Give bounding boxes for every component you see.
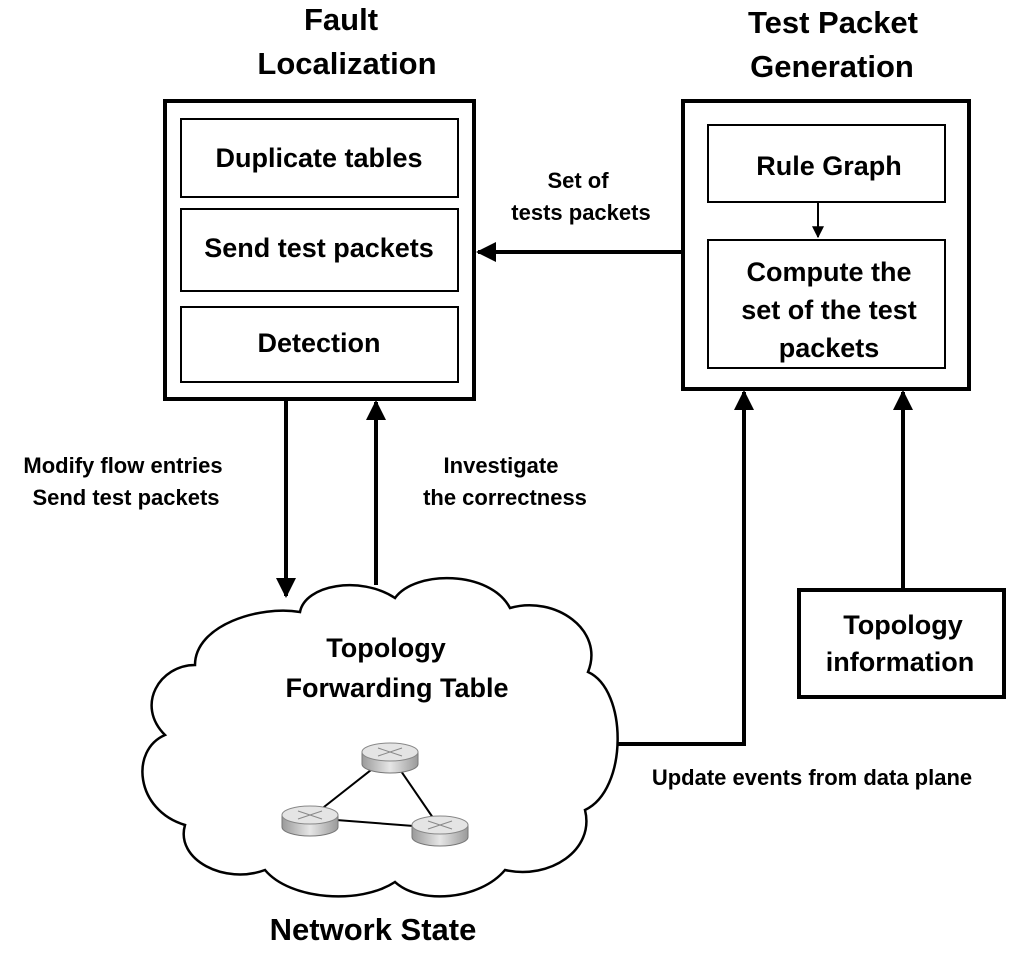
cloud-shape <box>141 576 619 898</box>
update-events-label: Update events from data plane <box>652 765 972 790</box>
router-icon <box>281 805 339 837</box>
duplicate-tables-box <box>180 118 459 198</box>
network-state-cloud: Topology Forwarding Table <box>141 576 619 898</box>
set-of-tests-label-line1: Set of <box>547 168 609 193</box>
set-of-tests-label-line2: tests packets <box>511 200 650 225</box>
compute-test-packets-box <box>707 239 946 369</box>
test-packet-generation-title-line1: Test Packet <box>748 5 918 40</box>
cloud-label-line1: Topology <box>326 633 445 663</box>
investigate-label-line2: the correctness <box>423 485 587 510</box>
investigate-label-line1: Investigate <box>444 453 559 478</box>
topology-information-block: Topology information <box>797 588 1006 699</box>
compute-label-line2: set of the test <box>741 295 917 325</box>
modify-flow-label-line1: Modify flow entries <box>23 453 222 478</box>
compute-label-line1: Compute the <box>747 257 912 287</box>
send-test-packets-box <box>180 208 459 292</box>
update-events-arrow <box>614 390 754 746</box>
fault-localization-title-line2: Localization <box>257 46 436 81</box>
detection-box <box>180 306 459 383</box>
detection-label: Detection <box>257 328 380 358</box>
fault-localization-title-line1: Fault <box>304 2 378 37</box>
rule-graph-box <box>707 124 946 203</box>
send-test-packets-label: Send test packets <box>204 233 434 263</box>
modify-flow-label-line2: Send test packets <box>32 485 219 510</box>
fault-localization-block: Fault Localization Duplicate tables Send… <box>163 2 476 401</box>
rule-graph-label: Rule Graph <box>756 151 902 181</box>
topology-information-line1: Topology <box>843 610 962 640</box>
topology-information-box <box>797 588 1006 699</box>
compute-label-line3: packets <box>779 333 880 363</box>
topology-information-line2: information <box>826 647 975 677</box>
cloud-label-line2: Forwarding Table <box>285 673 508 703</box>
test-packet-generation-title-line2: Generation <box>750 49 914 84</box>
router-icon <box>361 742 419 774</box>
duplicate-tables-label: Duplicate tables <box>215 143 422 173</box>
router-icon <box>411 815 469 847</box>
network-state-caption: Network State <box>270 912 477 947</box>
test-packet-generation-block: Test Packet Generation Rule Graph Comput… <box>681 5 971 391</box>
